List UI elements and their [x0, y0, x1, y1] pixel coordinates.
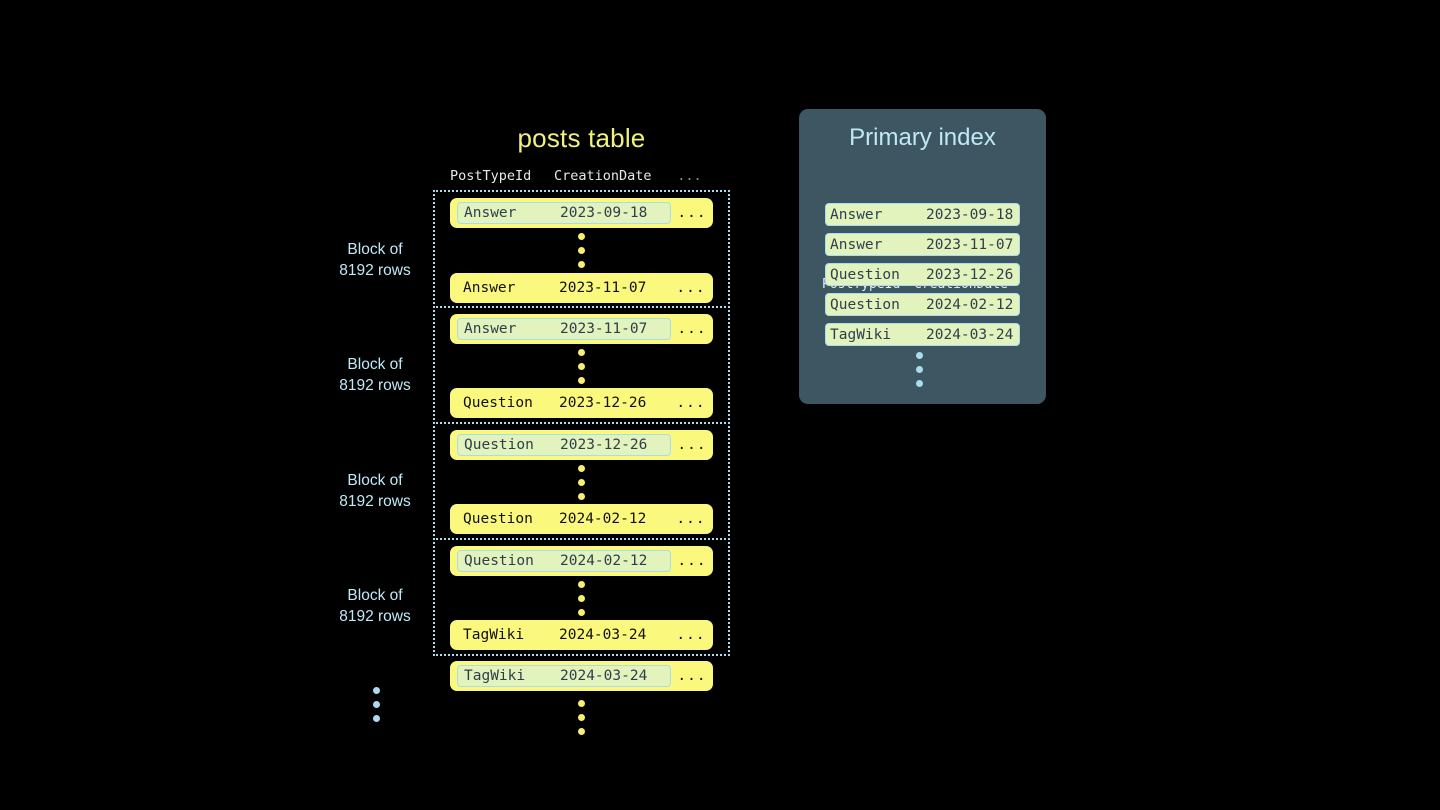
cell-posttypeid: Question: [830, 296, 900, 313]
cell-posttypeid: TagWiki: [830, 326, 892, 343]
cell-ellipsis: ...: [677, 321, 707, 337]
table-row: Answer 2023-11-07 ...: [450, 314, 713, 344]
cell-creationdate: 2024-03-24: [926, 326, 1014, 343]
cell-ellipsis: ...: [676, 511, 706, 527]
index-mark-row: Question 2024-02-12: [825, 293, 1020, 316]
table-continuation-dots: [574, 700, 588, 735]
table-row: Question 2023-12-26 ...: [450, 430, 713, 460]
table-row: Question 2023-12-26 ...: [450, 388, 713, 418]
cell-ellipsis: ...: [677, 668, 707, 684]
table-row: Answer 2023-09-18 ...: [450, 198, 713, 228]
cell-creationdate: 2024-03-24: [560, 668, 648, 684]
table-row: Answer 2023-11-07 ...: [450, 273, 713, 303]
block-continuation-dots: [369, 687, 383, 722]
block-3-label: Block of 8192 rows: [339, 472, 411, 510]
row-mark-box: Answer 2023-11-07: [457, 318, 671, 340]
cell-creationdate: 2023-11-07: [926, 236, 1014, 253]
cell-ellipsis: ...: [676, 280, 706, 296]
row-mark-box: Answer 2023-09-18: [457, 202, 671, 224]
row-cells: Answer 2023-11-07: [457, 277, 669, 299]
cell-posttypeid: Answer: [464, 321, 517, 337]
table-row: TagWiki 2024-03-24 ...: [450, 661, 713, 691]
posts-table-title: posts table: [517, 123, 646, 153]
cell-posttypeid: TagWiki: [464, 668, 526, 684]
block-4-label: Block of 8192 rows: [339, 587, 411, 625]
index-mark-row: Question 2023-12-26: [825, 263, 1020, 286]
cell-posttypeid: Question: [830, 266, 900, 283]
index-mark-row: Answer 2023-09-18: [825, 203, 1020, 226]
cell-creationdate: 2023-09-18: [926, 206, 1014, 223]
cell-creationdate: 2023-12-26: [926, 266, 1014, 283]
row-ellipsis-dots: [574, 581, 588, 616]
row-ellipsis-dots: [574, 349, 588, 384]
primary-index-title: Primary index: [849, 124, 996, 151]
column-header-posttypeid: PostTypeId: [450, 168, 532, 184]
cell-creationdate: 2024-03-24: [559, 627, 647, 643]
index-mark-row: Answer 2023-11-07: [825, 233, 1020, 256]
row-ellipsis-dots: [574, 233, 588, 268]
cell-posttypeid: Question: [463, 511, 533, 527]
cell-posttypeid: Answer: [463, 280, 516, 296]
row-mark-box: Question 2024-02-12: [457, 550, 671, 572]
block-2-label: Block of 8192 rows: [339, 356, 411, 394]
index-mark-row: TagWiki 2024-03-24: [825, 323, 1020, 346]
cell-posttypeid: TagWiki: [463, 627, 525, 643]
cell-ellipsis: ...: [677, 205, 707, 221]
cell-creationdate: 2023-11-07: [560, 321, 648, 337]
block-4: [433, 538, 730, 656]
table-row: TagWiki 2024-03-24 ...: [450, 620, 713, 650]
cell-ellipsis: ...: [676, 627, 706, 643]
cell-posttypeid: Question: [464, 437, 534, 453]
cell-creationdate: 2023-09-18: [560, 205, 648, 221]
cell-ellipsis: ...: [676, 395, 706, 411]
block-1-label: Block of 8192 rows: [339, 241, 411, 279]
column-header-ellipsis: ...: [677, 168, 702, 184]
cell-creationdate: 2023-12-26: [560, 437, 648, 453]
cell-posttypeid: Answer: [830, 236, 883, 253]
cell-ellipsis: ...: [677, 437, 707, 453]
index-continuation-dots: [912, 352, 926, 387]
cell-creationdate: 2024-02-12: [559, 511, 647, 527]
column-header-creationdate: CreationDate: [554, 168, 652, 184]
table-row: Question 2024-02-12 ...: [450, 546, 713, 576]
cell-posttypeid: Question: [464, 553, 534, 569]
row-cells: Question 2023-12-26: [457, 392, 669, 414]
row-mark-box: TagWiki 2024-03-24: [457, 665, 671, 687]
cell-creationdate: 2024-02-12: [926, 296, 1014, 313]
cell-creationdate: 2024-02-12: [560, 553, 648, 569]
row-ellipsis-dots: [574, 465, 588, 500]
row-mark-box: Question 2023-12-26: [457, 434, 671, 456]
cell-posttypeid: Answer: [464, 205, 517, 221]
row-cells: TagWiki 2024-03-24: [457, 624, 669, 646]
row-cells: Question 2024-02-12: [457, 508, 669, 530]
cell-posttypeid: Answer: [830, 206, 883, 223]
cell-creationdate: 2023-11-07: [559, 280, 647, 296]
table-row: Question 2024-02-12 ...: [450, 504, 713, 534]
cell-creationdate: 2023-12-26: [559, 395, 647, 411]
cell-posttypeid: Question: [463, 395, 533, 411]
cell-ellipsis: ...: [677, 553, 707, 569]
posts-table-column-headers: PostTypeId CreationDate ...: [450, 166, 713, 186]
